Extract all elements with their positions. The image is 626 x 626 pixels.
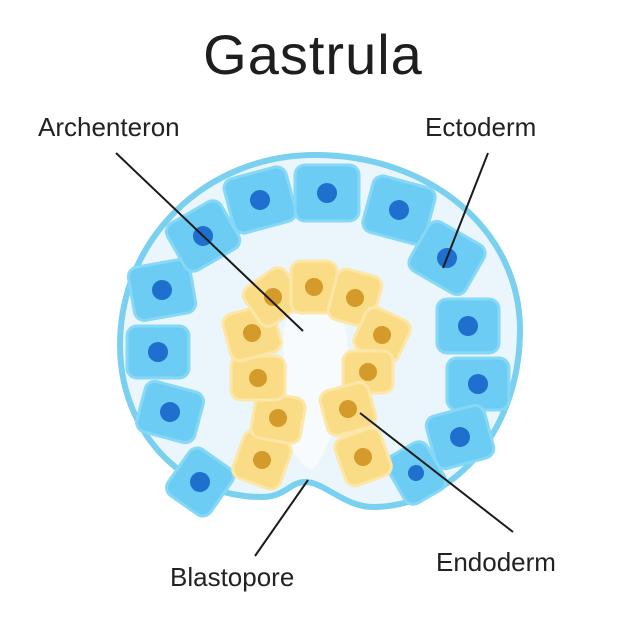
blastopore-pointer bbox=[254, 479, 309, 557]
endoderm-nucleus bbox=[264, 288, 282, 306]
ectoderm-nucleus bbox=[317, 183, 337, 203]
ectoderm-cell bbox=[126, 258, 198, 322]
endoderm-nucleus bbox=[346, 289, 364, 307]
diagram-title: Gastrula bbox=[203, 23, 423, 86]
ectoderm-cell bbox=[125, 324, 191, 380]
endoderm-cell bbox=[231, 429, 293, 491]
archenteron-pointer bbox=[115, 152, 304, 332]
endoderm-cell bbox=[333, 426, 393, 488]
ectoderm-nucleus bbox=[468, 374, 488, 394]
ectoderm-cell bbox=[293, 163, 361, 223]
ectoderm-pointer bbox=[442, 152, 489, 269]
ectoderm-cell bbox=[424, 403, 496, 471]
endoderm-layer bbox=[221, 259, 412, 491]
ectoderm-nucleus bbox=[389, 200, 409, 220]
endoderm-nucleus bbox=[269, 409, 287, 427]
endoderm-label: Endoderm bbox=[436, 547, 556, 577]
blastopore-label: Blastopore bbox=[170, 562, 295, 592]
ectoderm-nucleus bbox=[408, 465, 424, 481]
endoderm-nucleus bbox=[305, 278, 323, 296]
endoderm-nucleus bbox=[373, 326, 391, 344]
ectoderm-nucleus bbox=[458, 316, 478, 336]
ectoderm-cell bbox=[445, 356, 511, 412]
archenteron-label: Archenteron bbox=[38, 112, 180, 142]
endoderm-nucleus bbox=[253, 451, 271, 469]
ectoderm-cell bbox=[165, 446, 235, 518]
ectoderm-nucleus bbox=[250, 190, 270, 210]
ectoderm-cell bbox=[384, 440, 448, 506]
ectoderm-cell bbox=[361, 174, 437, 246]
ectoderm-nucleus bbox=[148, 342, 168, 362]
endoderm-pointer bbox=[359, 412, 514, 533]
ectoderm-nucleus bbox=[152, 280, 172, 300]
endoderm-nucleus bbox=[339, 400, 357, 418]
endoderm-nucleus bbox=[243, 324, 261, 342]
endoderm-cell bbox=[352, 305, 412, 365]
ectoderm-nucleus bbox=[450, 427, 470, 447]
ectoderm-label: Ectoderm bbox=[425, 112, 537, 142]
ectoderm-cell bbox=[222, 165, 298, 235]
endoderm-cell bbox=[318, 381, 378, 437]
endoderm-nucleus bbox=[249, 369, 267, 387]
endoderm-nucleus bbox=[354, 448, 372, 466]
ectoderm-cell bbox=[135, 379, 205, 445]
endoderm-cell bbox=[229, 354, 287, 402]
endoderm-nucleus bbox=[359, 363, 377, 381]
ectoderm-nucleus bbox=[190, 472, 210, 492]
ectoderm-nucleus bbox=[160, 402, 180, 422]
endoderm-cell bbox=[249, 391, 307, 445]
ectoderm-cell bbox=[435, 297, 501, 355]
